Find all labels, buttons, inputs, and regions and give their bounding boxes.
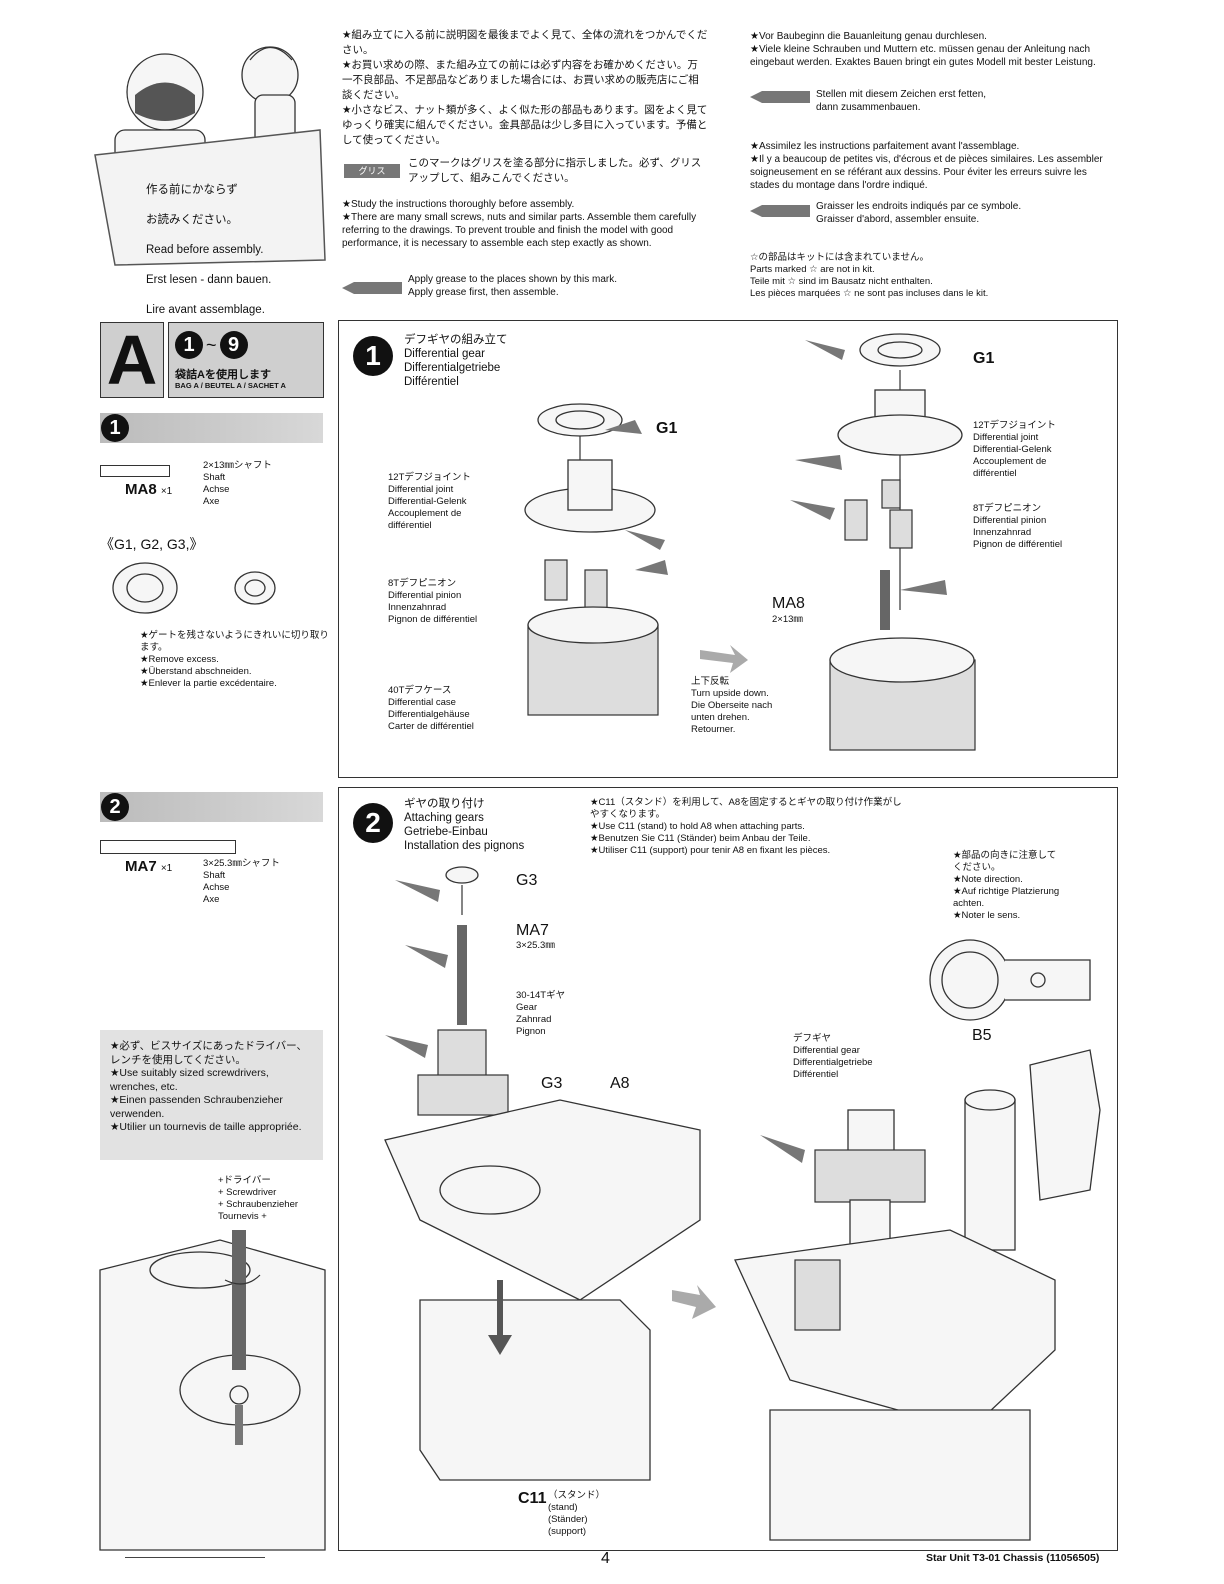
intro-fr-grease-text: Graisser les endroits indiqués par ce sy… [816,201,1022,225]
screwdriver-label: +ドライバー + Screwdriver + Schraubenzieher T… [218,1175,299,1222]
direction-arrow-icon [672,1285,716,1319]
grease-icon-fr [750,205,810,217]
bag-jp: 袋詰Aを使用します [175,369,271,381]
part-qty: ×1 [160,486,173,497]
step1-exploded-right [790,333,976,751]
intro-sign-text: 作る前にかならず お読みください。 Read before assembly. … [146,168,316,333]
step2-ma7-size: 3×25.3㎜ [516,940,555,951]
sign-line: Erst lesen - dann bauen. [146,274,272,286]
tool-note-text: ★必ず、ビスサイズにあったドライバー、レンチを使用してください。 ★Use su… [110,1040,308,1133]
grease-icon-de [750,91,810,103]
flip-arrow-icon [700,645,748,673]
step1-parts-bar [100,413,323,443]
step1-g1-left: G1 [656,420,678,437]
part-code: MA8 [125,481,157,498]
ma7-desc: 3×25.3㎜シャフト Shaft Achse Axe [203,858,280,905]
bearing-drawing [112,562,276,614]
part-code: MA7 [125,858,157,875]
step1-parts-num: 1 [101,414,129,442]
step2-panel [338,787,1118,1551]
intro-jp-grease-text: このマークはグリスを塗る部分に指示しました。必ず、グリスアップして、組みこんでく… [408,157,702,184]
range-from: 1 [175,331,203,359]
sign-line: 作る前にかならず [146,184,238,196]
intro-de-text: ★Vor Baubeginn die Bauanleitung genau du… [750,31,1096,68]
step2-title: ギヤの取り付け Attaching gears Getriebe-Einbau … [404,798,525,852]
ma7-shaft-shape [100,840,236,854]
remove-excess-text: ★ゲートを残さないようにきれいに切り取ります。 ★Remove excess. … [140,630,329,689]
step2-num: 2 [353,803,393,843]
step2-parts-bar [100,792,323,822]
intro-jp-text: ★組み立てに入る前に説明図を最後までよく見て、全体の流れをつかんでください。 ★… [342,29,708,146]
step1-joint-label-right: 12Tデフジョイント Differential joint Differenti… [973,420,1056,479]
step2-exploded-right [734,1049,1101,1541]
step2-c11-label: C11 [518,1490,547,1507]
step2-c11-sub: （スタンド） (stand) (Ständer) (support) [548,1490,606,1537]
footer-rule [125,1557,265,1558]
intro-en-text: ★Study the instructions thoroughly befor… [342,199,697,249]
g-parts-label: 《G1, G2, G3,》 [100,536,204,552]
intro-en-grease-text: Apply grease to the places shown by this… [408,274,617,298]
step1-flip-label: 上下反転 Turn upside down. Die Oberseite nac… [691,676,773,735]
step1-joint-label: 12Tデフジョイント Differential joint Differenti… [388,472,471,531]
step2-gear-label: 30-14Tギヤ Gear Zahnrad Pignon [516,990,566,1037]
product-name: Star Unit T3-01 Chassis (11056505) [926,1552,1100,1564]
bag-multi: BAG A / BEUTEL A / SACHET A [175,381,286,390]
step2-ma7-label: MA7 [516,922,549,939]
sign-line: Lire avant assemblage. [146,304,265,316]
ma8-shaft-shape [100,465,170,477]
step1-panel [338,320,1118,778]
step1-exploded-left [524,403,668,716]
b5-detail-drawing [929,939,1091,1021]
step2-exploded-left [384,866,701,1481]
step2-g3-top: G3 [516,872,538,889]
ma8-code: MA8 ×1 [125,481,172,498]
ma7-code: MA7 ×1 [125,858,172,875]
bag-info-box: 1 ~ 9 袋詰Aを使用します BAG A / BEUTEL A / SACHE… [168,322,324,398]
range-to: 9 [219,331,248,359]
step2-g3-mid: G3 [541,1075,563,1092]
sign-line: お読みください。 [146,214,238,226]
step2-note: ★C11（スタンド）を利用して、A8を固定するとギヤの取り付け作業がしやすくなり… [590,797,902,856]
step2-b5-label: B5 [972,1027,992,1044]
step1-case-label: 40Tデフケース Differential case Differentialg… [388,685,474,732]
tool-note-box: ★必ず、ビスサイズにあったドライバー、レンチを使用してください。 ★Use su… [100,1030,323,1160]
bag-letter: A [106,321,158,399]
sign-line: Read before assembly. [146,244,264,256]
grease-label: グリス [358,166,386,176]
step1-ma8-label: MA8 [772,595,805,612]
ma8-desc: 2×13㎜シャフト Shaft Achse Axe [203,460,272,507]
range-sep: ~ [206,334,217,355]
intro-de-grease-text: Stellen mit diesem Zeichen erst fetten, … [816,89,987,113]
grease-mark-jp: グリス [344,164,400,178]
bag-letter-box: A [100,322,164,398]
grease-icon-en [342,282,402,294]
step2-parts-num: 2 [101,793,129,821]
step1-num: 1 [353,336,393,376]
page-number: 4 [601,1550,610,1567]
part-qty: ×1 [160,863,173,874]
step2-diff-label: デフギヤ Differential gear Differentialgetri… [793,1033,873,1080]
mascot-illustration [94,46,326,266]
screwdriver-gearbox-drawing [99,1230,326,1551]
step1-pinion-label-right: 8Tデフピニオン Differential pinion Innenzahnra… [973,503,1063,550]
step1-title: デフギヤの組み立て Differential gear Differential… [404,334,508,388]
step2-direction-note: ★部品の向きに注意してください。 ★Note direction. ★Auf r… [953,850,1060,921]
intro-fr-text: ★Assimilez les instructions parfaitement… [750,141,1103,191]
step2-a8-label: A8 [610,1075,630,1092]
step1-ma8-size: 2×13㎜ [772,614,803,625]
step1-pinion-label: 8Tデフピニオン Differential pinion Innenzahnra… [388,578,478,625]
step1-g1-right: G1 [973,350,995,367]
not-included-note: ☆の部品はキットには含まれていません。 Parts marked ☆ are n… [750,252,989,299]
